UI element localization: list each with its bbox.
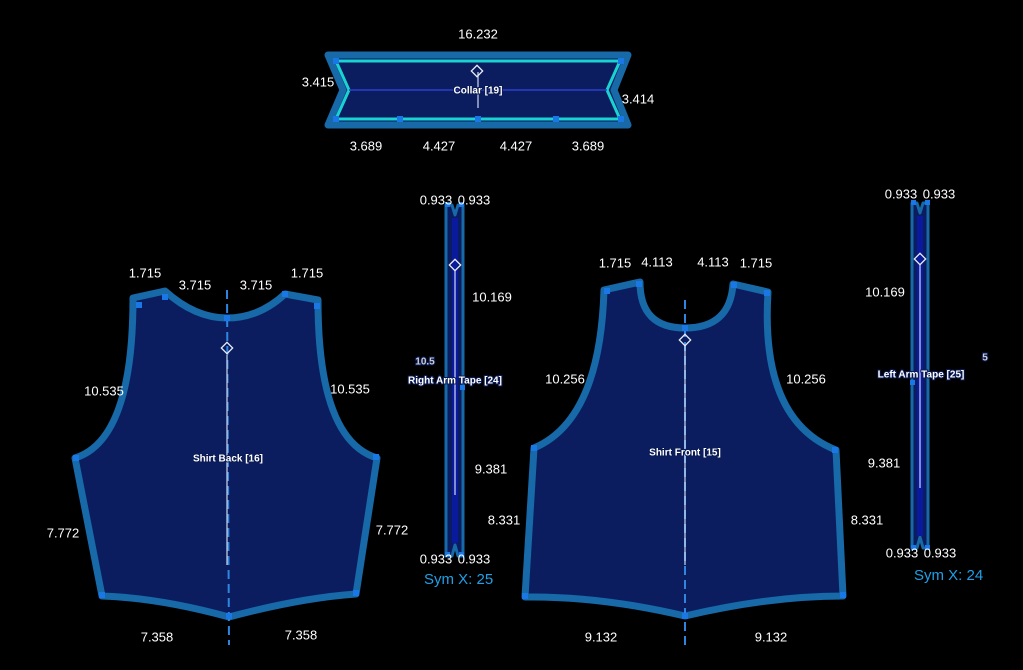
left-arm-tape-piece[interactable]: 5 Left Arm Tape [25] 0.933 0.933 10.169 … bbox=[865, 186, 989, 584]
collar-piece[interactable]: Collar [19] 16.232 3.415 3.414 3.689 4.4… bbox=[302, 26, 655, 153]
shirt-back-shape[interactable] bbox=[71, 287, 381, 621]
measure: 16.232 bbox=[458, 26, 498, 41]
measure: 7.772 bbox=[47, 525, 80, 540]
piece-label: Right Arm Tape [24] bbox=[408, 376, 502, 387]
measure: 5 bbox=[982, 353, 988, 364]
measure: 10.535 bbox=[330, 381, 370, 396]
grain-handle-icon[interactable] bbox=[220, 341, 234, 355]
measure: 10.535 bbox=[84, 383, 124, 398]
measure: 0.933 bbox=[923, 186, 956, 201]
collar-points[interactable] bbox=[333, 58, 624, 122]
measure: 4.427 bbox=[423, 138, 456, 153]
piece-label: Left Arm Tape [25] bbox=[878, 370, 965, 381]
measure: 4.113 bbox=[641, 254, 673, 269]
shirt-back-piece[interactable]: Shirt Back [16] 1.715 3.715 3.715 1.715 … bbox=[47, 265, 409, 646]
shirt-front-piece[interactable]: Shirt Front [15] 1.715 4.113 4.113 1.715… bbox=[521, 254, 884, 645]
measure: 4.427 bbox=[500, 138, 533, 153]
grain-handle-icon[interactable] bbox=[678, 333, 692, 347]
tape-points[interactable] bbox=[910, 200, 930, 550]
measure: 10.169 bbox=[865, 284, 905, 299]
symmetry-label: Sym X: 25 bbox=[424, 571, 493, 588]
measure: 3.715 bbox=[240, 277, 273, 292]
measure: 0.933 bbox=[924, 545, 957, 560]
measure: 3.715 bbox=[179, 277, 212, 292]
measure: 10.169 bbox=[472, 289, 512, 304]
shirt-front-points[interactable] bbox=[522, 281, 846, 619]
grain-handle-icon[interactable] bbox=[470, 64, 484, 78]
piece-label: Shirt Back [16] bbox=[193, 454, 263, 465]
measure: 0.933 bbox=[420, 192, 453, 207]
measure: 1.715 bbox=[129, 265, 162, 280]
measure: 8.331 bbox=[488, 512, 521, 527]
right-arm-tape-piece[interactable]: 10.5 Right Arm Tape [24] 0.933 0.933 10.… bbox=[407, 192, 521, 588]
measure: 1.715 bbox=[291, 265, 324, 280]
measure: 9.132 bbox=[585, 629, 618, 644]
piece-label: Collar [19] bbox=[454, 86, 503, 97]
measure: 8.331 bbox=[851, 512, 884, 527]
measure: 10.256 bbox=[786, 371, 826, 386]
measure: 1.715 bbox=[599, 255, 632, 270]
measure: 1.715 bbox=[740, 255, 773, 270]
measure: 7.358 bbox=[285, 627, 318, 642]
measure: 3.414 bbox=[622, 91, 655, 106]
measure: 9.381 bbox=[868, 455, 901, 470]
symmetry-label: Sym X: 24 bbox=[914, 567, 983, 584]
measure: 10.5 bbox=[415, 357, 435, 368]
measure: 9.132 bbox=[755, 629, 788, 644]
symmetry-axis bbox=[226, 289, 230, 646]
piece-label: Shirt Front [15] bbox=[649, 448, 721, 459]
grain-handle-icon[interactable] bbox=[913, 252, 927, 266]
measure: 7.358 bbox=[141, 629, 174, 644]
measure: 0.933 bbox=[420, 551, 453, 566]
measure: 4.113 bbox=[697, 254, 729, 269]
measure: 3.689 bbox=[572, 138, 605, 153]
grain-handle-icon[interactable] bbox=[448, 258, 462, 272]
measure: 7.772 bbox=[376, 522, 409, 537]
measure: 0.933 bbox=[885, 186, 918, 201]
measure: 10.256 bbox=[545, 371, 585, 386]
measure: 0.933 bbox=[458, 551, 491, 566]
measure: 0.933 bbox=[458, 192, 491, 207]
measure: 3.689 bbox=[350, 138, 383, 153]
measure: 0.933 bbox=[886, 545, 919, 560]
measure: 9.381 bbox=[475, 461, 508, 476]
shirt-back-points[interactable] bbox=[73, 291, 379, 619]
tape-points[interactable] bbox=[445, 202, 465, 557]
measure: 3.415 bbox=[302, 74, 335, 89]
